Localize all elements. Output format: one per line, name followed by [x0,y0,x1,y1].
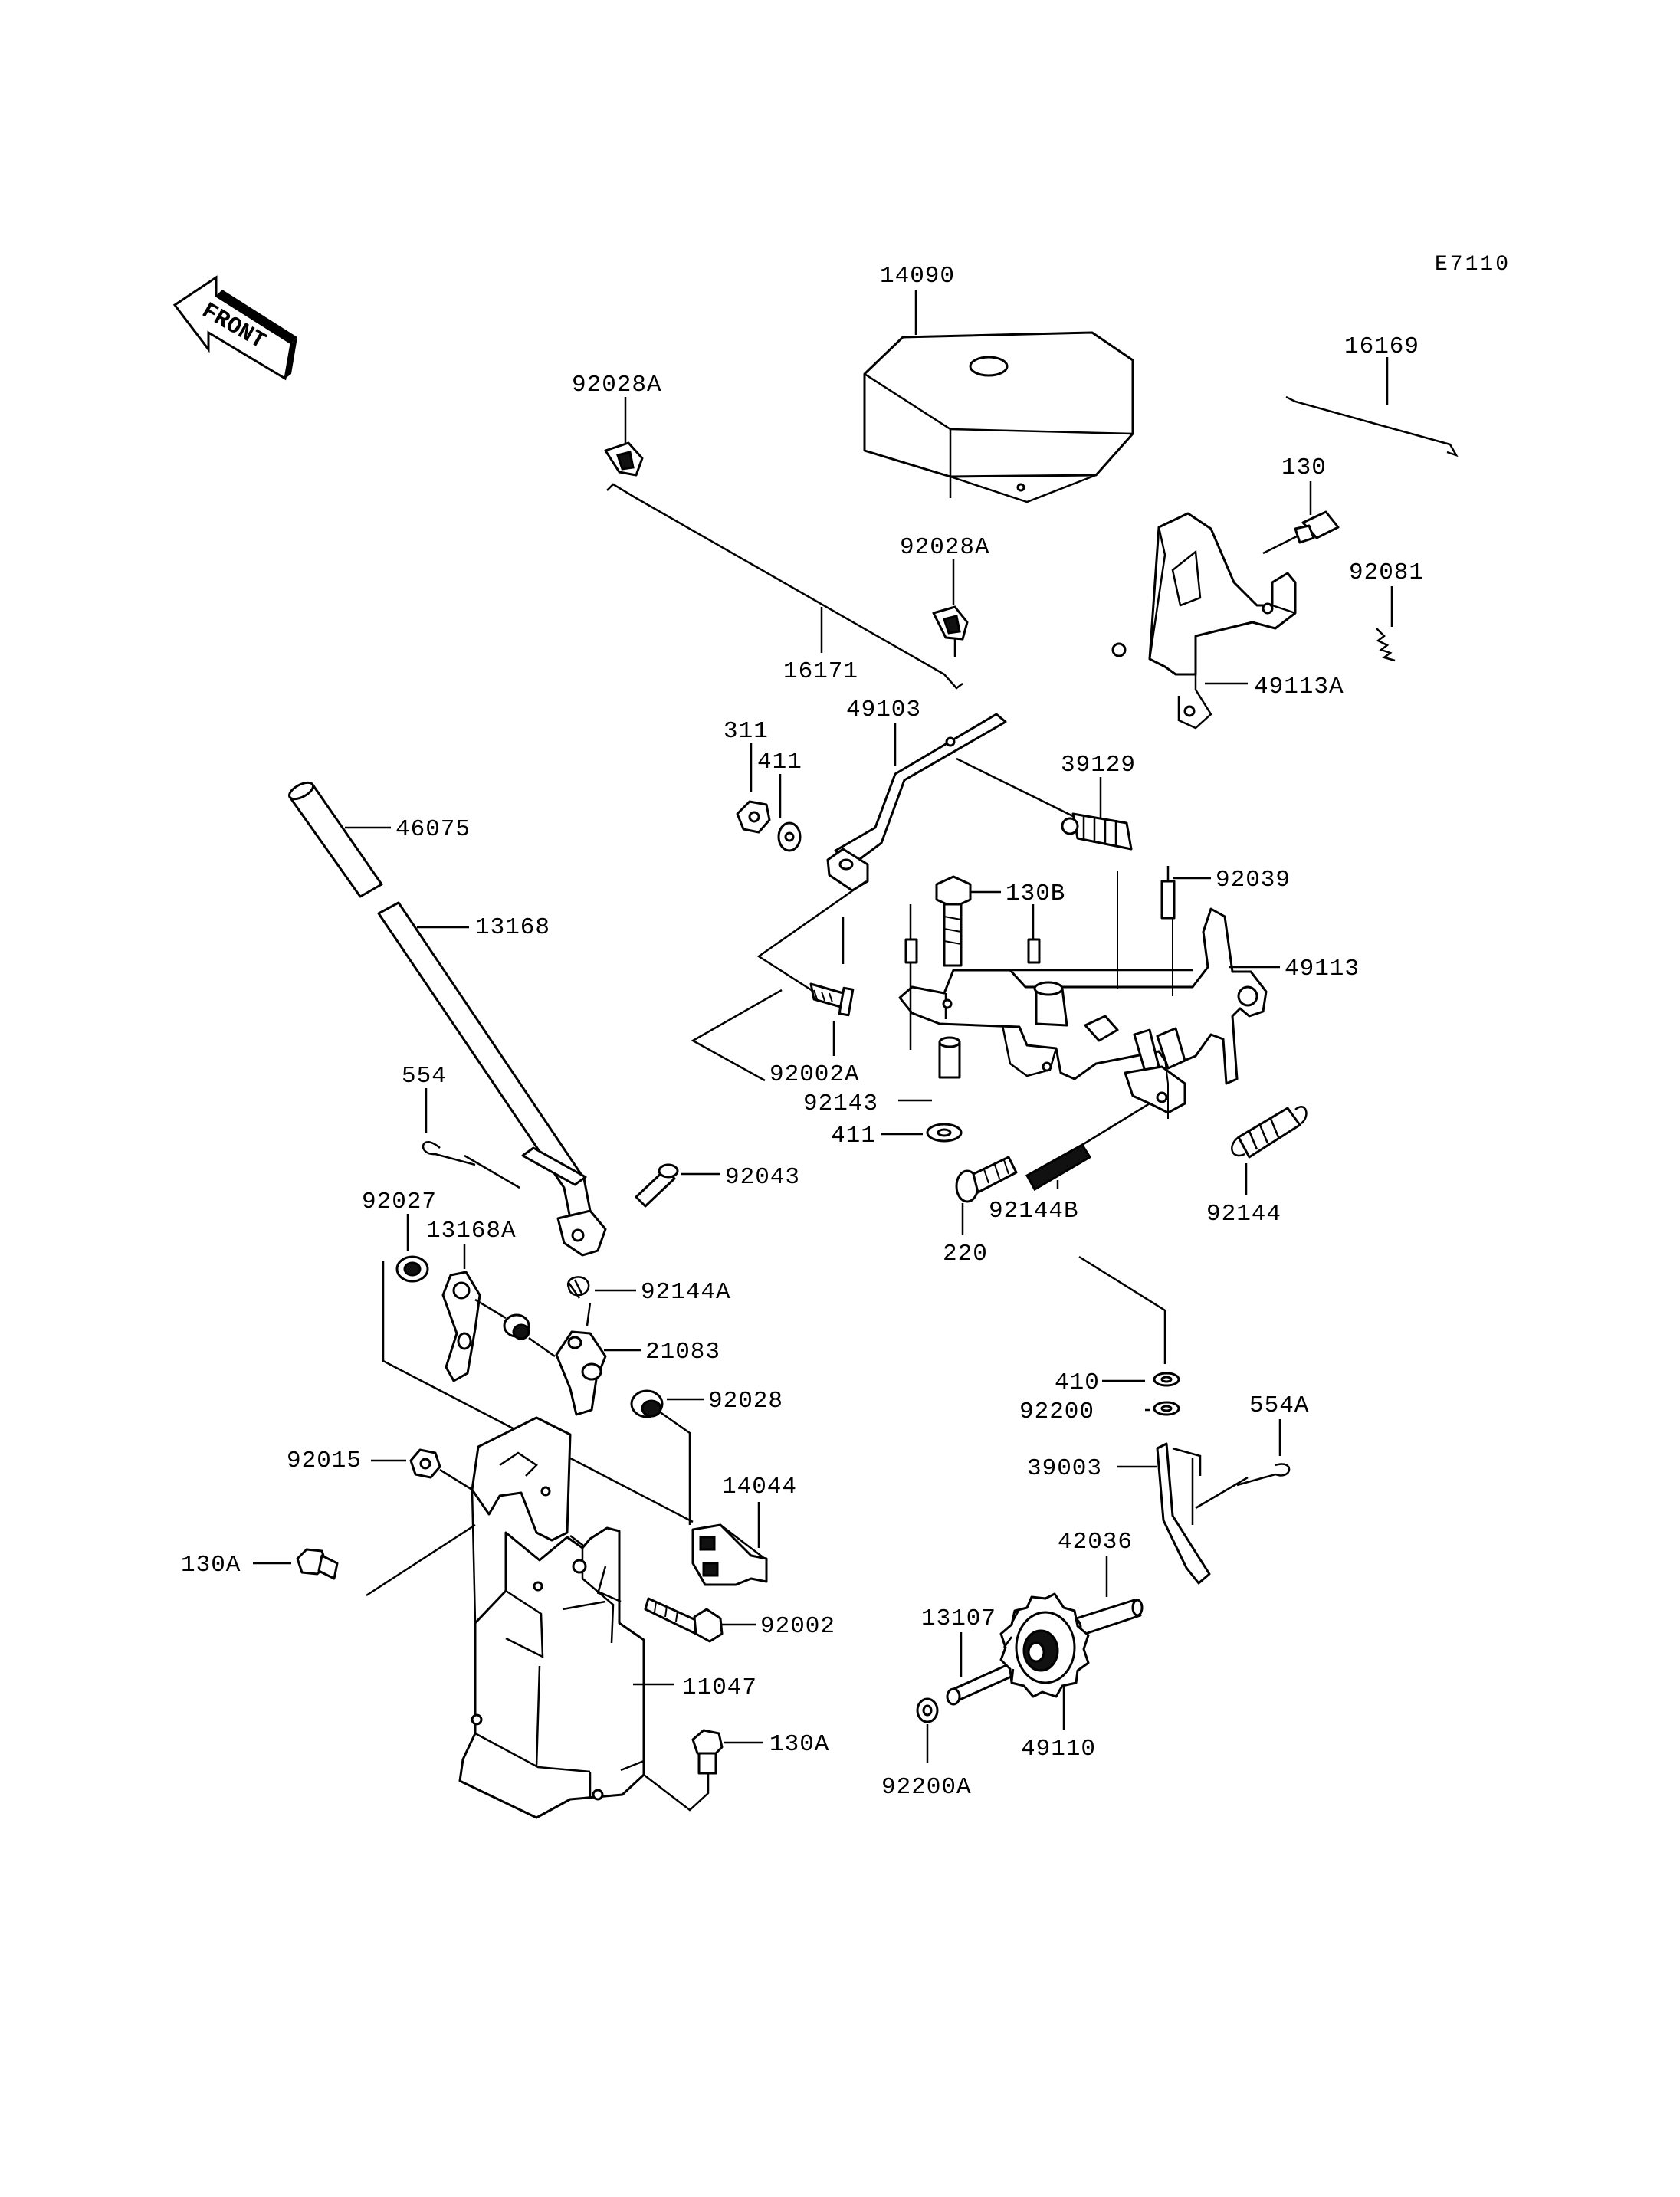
label-13168: 13168 [475,914,550,941]
bolt-130 [1262,510,1340,555]
label-130A-left: 130A [181,1552,241,1579]
label-92144: 92144 [1206,1201,1281,1228]
label-92028A-top: 92028A [572,372,662,398]
label-13107: 13107 [921,1605,996,1632]
gear-49110 [999,1592,1090,1698]
rod-39003 [1156,1442,1211,1585]
rod-16169 [1285,395,1459,457]
label-220: 220 [943,1241,988,1267]
label-92028A-mid: 92028A [900,534,990,561]
pin-92039 [1160,866,1176,920]
label-92081: 92081 [1349,559,1424,586]
label-16171: 16171 [783,658,858,685]
label-411-low: 411 [831,1123,876,1149]
label-130A-bottom: 130A [769,1731,829,1758]
bracket-49113 [898,871,1268,1119]
clip-92028A-mid [932,605,969,657]
bushing-small [503,1313,530,1340]
console-11047 [458,1416,645,1819]
cover-14090 [863,331,1134,503]
label-92200: 92200 [1019,1399,1094,1425]
label-410: 410 [1055,1369,1100,1396]
bolt-92002 [644,1597,724,1643]
spring-39129 [1061,812,1133,851]
clip-554 [422,1141,520,1189]
shaft-13107 [946,1661,1019,1706]
pin-stub [521,1146,587,1186]
grip-46075 [288,781,383,898]
bracket-49113A [1111,512,1297,730]
clip-554A [1195,1463,1291,1510]
label-92200A: 92200A [881,1774,972,1801]
label-92028: 92028 [708,1388,783,1415]
label-16169: 16169 [1344,333,1419,360]
bolt-130A-left [296,1548,339,1580]
label-14090: 14090 [880,263,955,290]
label-554: 554 [402,1063,447,1090]
label-49103: 49103 [846,697,921,723]
label-92015: 92015 [287,1448,362,1474]
label-130: 130 [1281,454,1327,481]
bolt-92002A [809,982,855,1017]
bushing-92028 [630,1389,664,1418]
link-13168A [441,1271,481,1382]
bushing-92027 [395,1255,429,1283]
label-130B: 130B [1006,880,1065,907]
label-411-top: 411 [757,749,802,776]
label-21083: 21083 [645,1339,720,1366]
label-46075: 46075 [395,816,471,843]
label-92027: 92027 [362,1189,437,1215]
label-92144B: 92144B [989,1198,1079,1225]
bracket-14044 [691,1523,768,1586]
label-92143: 92143 [803,1090,878,1117]
clip-92028A-top [604,441,644,477]
label-92002: 92002 [760,1613,835,1640]
label-39129: 39129 [1061,752,1136,779]
collar-92143 [938,1036,961,1079]
label-49110: 49110 [1021,1736,1096,1763]
label-49113A: 49113A [1254,674,1344,700]
label-92002A: 92002A [769,1061,860,1088]
spring-92144A [566,1276,590,1299]
front-arrow-icon: FRONT [172,275,297,381]
bolt-130A-bottom [691,1729,724,1775]
screw-220 [955,1156,1018,1203]
rod-16171 [606,483,963,690]
label-39003: 39003 [1027,1455,1102,1482]
label-92043: 92043 [725,1164,800,1191]
spring-92144 [1231,1106,1308,1159]
spring-92144B [1025,1102,1150,1192]
diagram-code: E7110 [1435,253,1511,277]
label-49113: 49113 [1285,956,1360,982]
label-311: 311 [724,718,769,745]
label-92039: 92039 [1216,867,1291,894]
label-42036: 42036 [1058,1529,1133,1556]
label-11047: 11047 [682,1674,757,1701]
bolt-130B [935,875,972,967]
handle-13168 [377,901,607,1257]
spring-92081 [1376,628,1396,662]
label-92144A: 92144A [641,1279,731,1306]
label-14044: 14044 [722,1474,797,1500]
clamp-21083 [555,1302,607,1416]
pin-92043 [635,1163,679,1208]
label-554A: 554A [1249,1392,1309,1419]
lever-49103 [826,713,1007,892]
label-13168A: 13168A [426,1218,517,1244]
